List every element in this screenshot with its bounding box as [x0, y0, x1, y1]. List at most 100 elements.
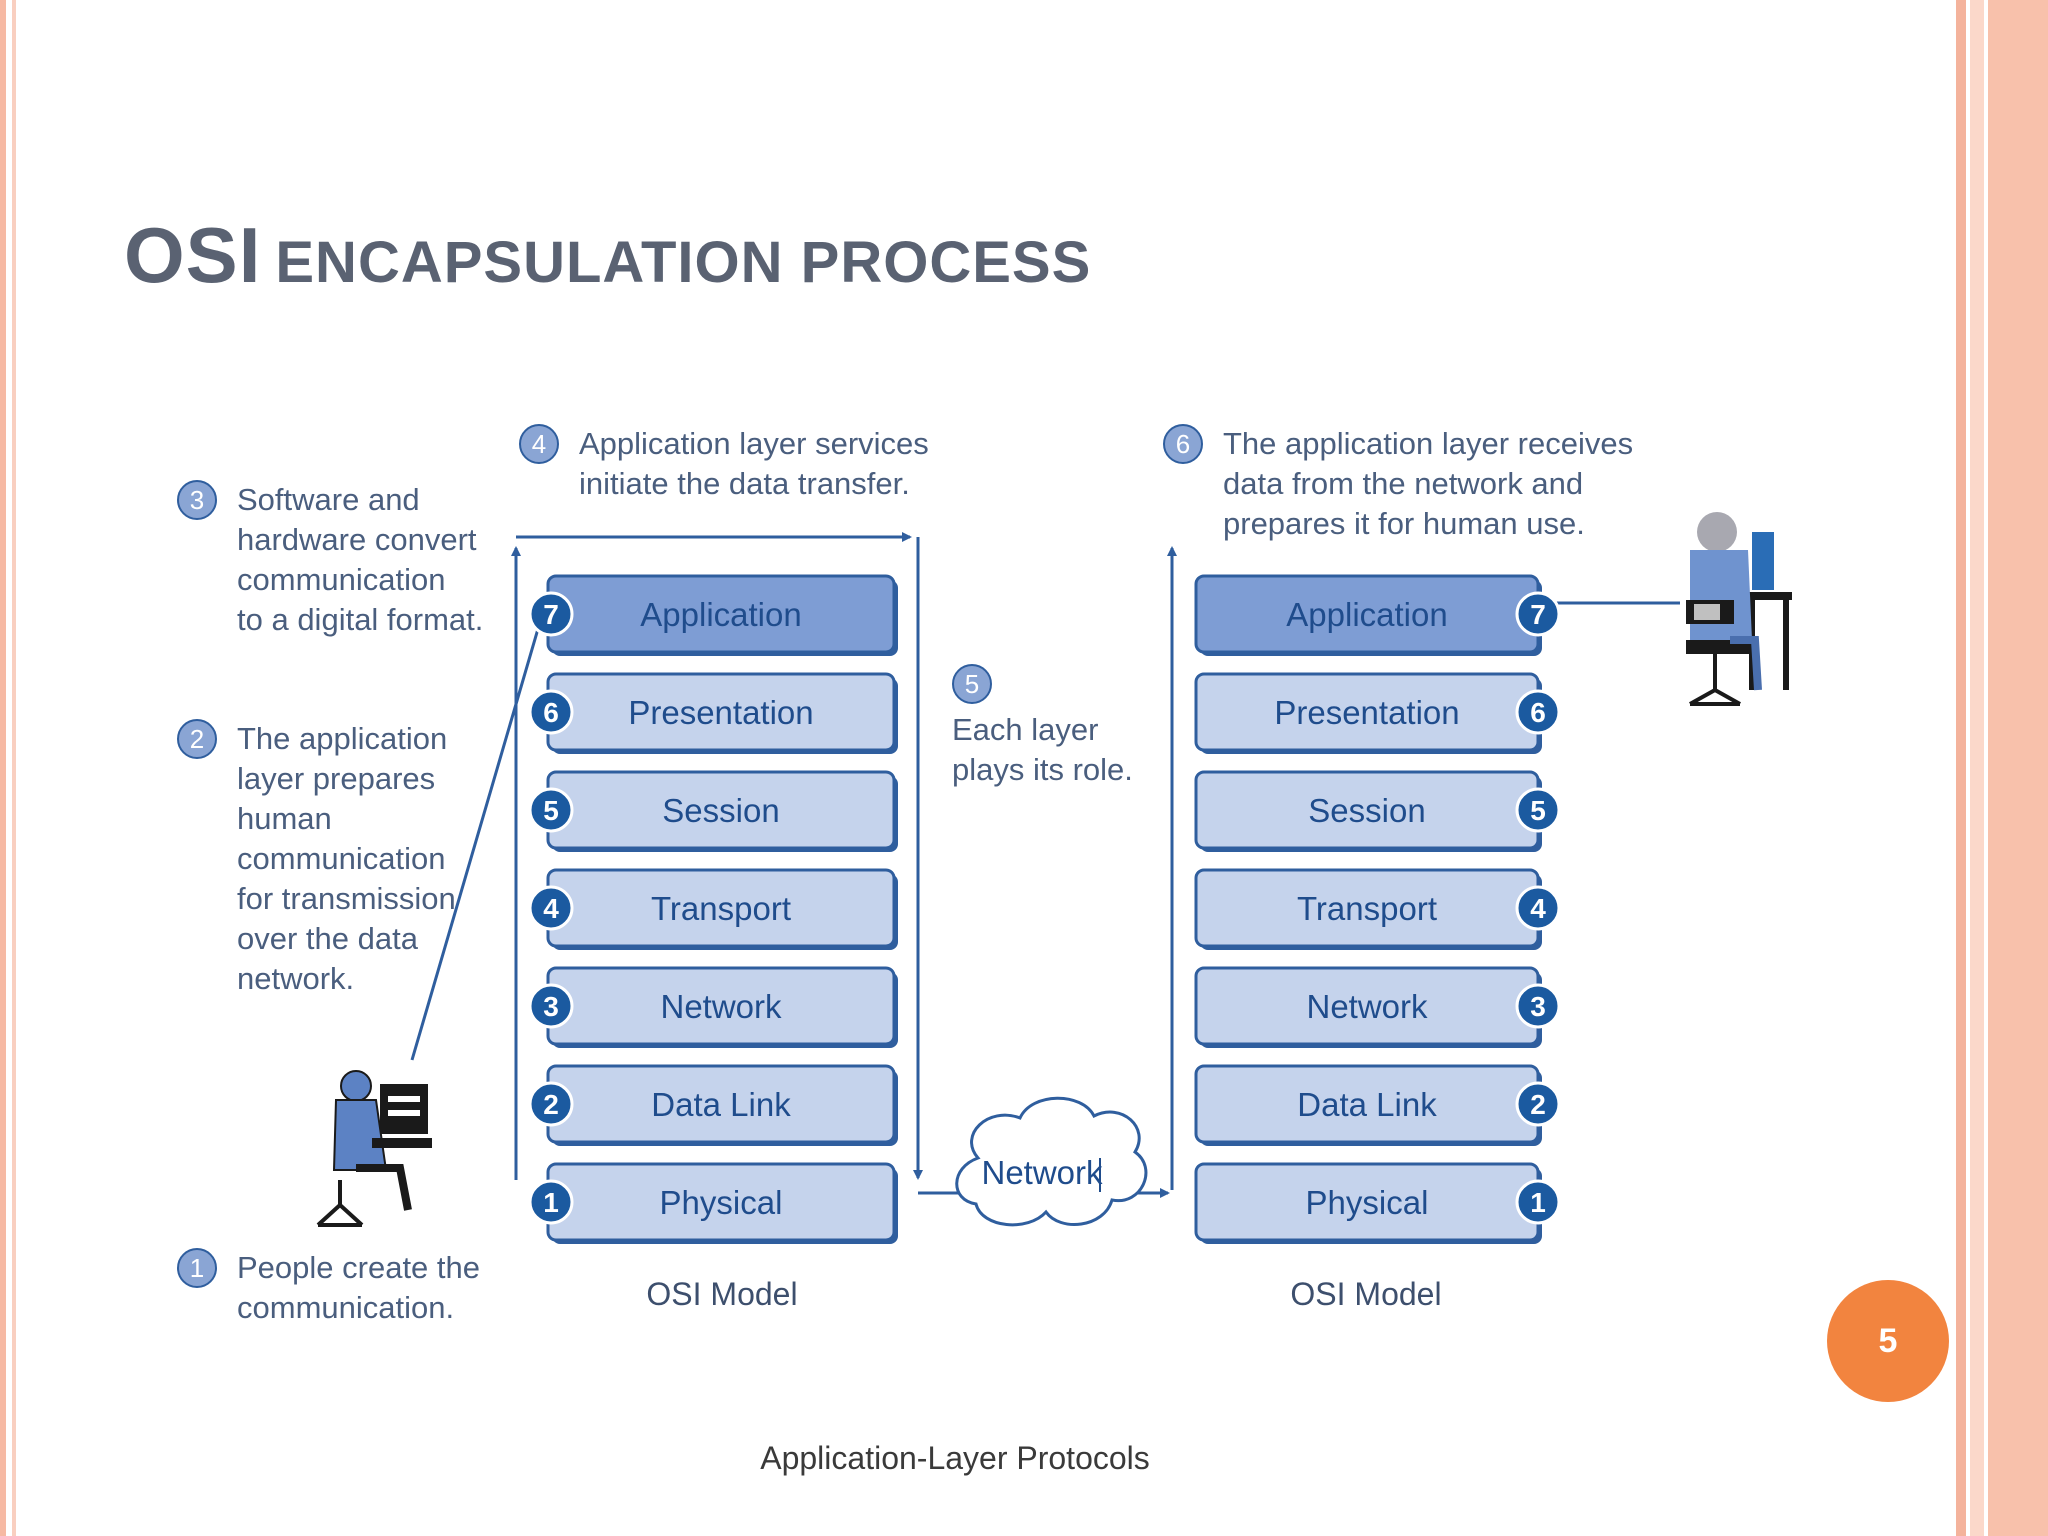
layer-number: 4 [1530, 893, 1546, 924]
osi-layer-sender-3: Session 5 [528, 770, 898, 852]
layer-number-badge [1515, 689, 1561, 735]
layer-number: 5 [543, 795, 559, 826]
slide-footer: Application-Layer Protocols [760, 1440, 1150, 1476]
layer-number: 2 [1530, 1089, 1546, 1120]
network-cloud-icon [955, 1096, 1148, 1227]
layer-number: 1 [543, 1187, 559, 1218]
callout-text-line: over the data [237, 921, 419, 956]
layer-number: 4 [543, 893, 559, 924]
osi-layer-sender-6: Data Link 2 [528, 1064, 898, 1146]
layer-name: Transport [1297, 890, 1437, 927]
layer-number: 3 [543, 991, 559, 1022]
layer-number-badge [1515, 1081, 1561, 1127]
page-number-badge: 5 [1827, 1280, 1949, 1402]
layer-number-badge [1515, 787, 1561, 833]
slide-border-right-line [1956, 0, 1966, 1536]
callout-text-line: The application layer receives [1223, 426, 1633, 461]
layer-number: 5 [1530, 795, 1546, 826]
osi-layer-sender-5: Network 3 [528, 966, 898, 1048]
layer-number: 3 [1530, 991, 1546, 1022]
osi-layer-receiver-2: Presentation 6 [1194, 672, 1561, 754]
layer-name: Presentation [1274, 694, 1459, 731]
layer-name: Session [662, 792, 779, 829]
callout-text-line: prepares it for human use. [1223, 506, 1585, 541]
slide-border-right-inner [1970, 0, 1984, 1536]
callout-text-line: hardware convert [237, 522, 477, 557]
layer-name: Network [660, 988, 782, 1025]
slide-border-right [1988, 0, 2048, 1536]
layer-number-badge [528, 689, 574, 735]
osi-layer-receiver-1: Application 7 [1194, 574, 1561, 656]
layer-number: 7 [543, 599, 559, 630]
layer-number-badge [1515, 591, 1561, 637]
osi-layer-receiver-3: Session 5 [1194, 770, 1561, 852]
sender-person-icon [316, 1070, 432, 1227]
callout-number-badge [177, 1248, 217, 1288]
callout-text-line: communication. [237, 1290, 454, 1325]
osi-model-label-sender: OSI Model [646, 1276, 797, 1312]
layer-name: Presentation [628, 694, 813, 731]
callout-6: 6 The application layer receives data from… [1163, 424, 1633, 541]
layer-number-badge [1515, 885, 1561, 931]
callout-4: 4 Application layer services initiate the … [519, 424, 929, 501]
layer-number-badge [1515, 983, 1561, 1029]
layer-name: Physical [1306, 1184, 1429, 1221]
callout-text-line: layer prepares [237, 761, 435, 796]
layer-number-badge [528, 591, 574, 637]
layer-number-badge [528, 885, 574, 931]
osi-layer-receiver-7: Physical 1 [1194, 1162, 1561, 1244]
callout-text-line: The application [237, 721, 447, 756]
callout-number-badge [177, 719, 217, 759]
callout-text-line: Application layer services [579, 426, 929, 461]
callout-number: 1 [190, 1253, 204, 1283]
callout-text-line: initiate the data transfer. [579, 466, 910, 501]
callout-number-badge [952, 664, 992, 704]
layer-number: 6 [1530, 697, 1546, 728]
osi-model-label-receiver: OSI Model [1290, 1276, 1441, 1312]
slide-border-left-inner [12, 0, 16, 1536]
layer-number-badge [528, 787, 574, 833]
callout-number: 5 [965, 669, 979, 699]
layer-number-badge [528, 1179, 574, 1225]
callout-number: 6 [1176, 429, 1190, 459]
layer-number-badge [1515, 1179, 1561, 1225]
callout-text-line: People create the [237, 1250, 480, 1285]
slide-title-rest: encapsulation process [275, 230, 1092, 295]
layer-name: Application [640, 596, 801, 633]
layer-number: 2 [543, 1089, 559, 1120]
callout-number: 2 [190, 724, 204, 754]
callout-text-line: human [237, 801, 332, 836]
layer-number: 7 [1530, 599, 1546, 630]
osi-layer-receiver-4: Transport 4 [1194, 868, 1561, 950]
callout-number-badge [1163, 424, 1203, 464]
network-cloud-label: Network [981, 1154, 1103, 1191]
callout-number: 4 [532, 429, 546, 459]
callout-text-line: network. [237, 961, 354, 996]
layer-name: Data Link [651, 1086, 791, 1123]
callout-number-badge [519, 424, 559, 464]
layer-number-badge [528, 983, 574, 1029]
callout-number-badge [177, 480, 217, 520]
slide-border-left [0, 0, 6, 1536]
osi-layer-receiver-5: Network 3 [1194, 966, 1561, 1048]
layer-name: Application [1286, 596, 1447, 633]
layer-name: Physical [660, 1184, 783, 1221]
layer-name: Network [1306, 988, 1428, 1025]
callout-text-line: data from the network and [1223, 466, 1583, 501]
callout-text-line: to a digital format. [237, 602, 483, 637]
callout-text-line: Software and [237, 482, 420, 517]
layer-number-badge [528, 1081, 574, 1127]
layer-name: Session [1308, 792, 1425, 829]
layer-number: 6 [543, 697, 559, 728]
callout-text-line: communication [237, 562, 445, 597]
callout-text-line: for transmission [237, 881, 456, 916]
receiver-person-icon [1686, 512, 1792, 706]
layer-number: 1 [1530, 1187, 1546, 1218]
callout-text-line: Each layer [952, 712, 1098, 747]
